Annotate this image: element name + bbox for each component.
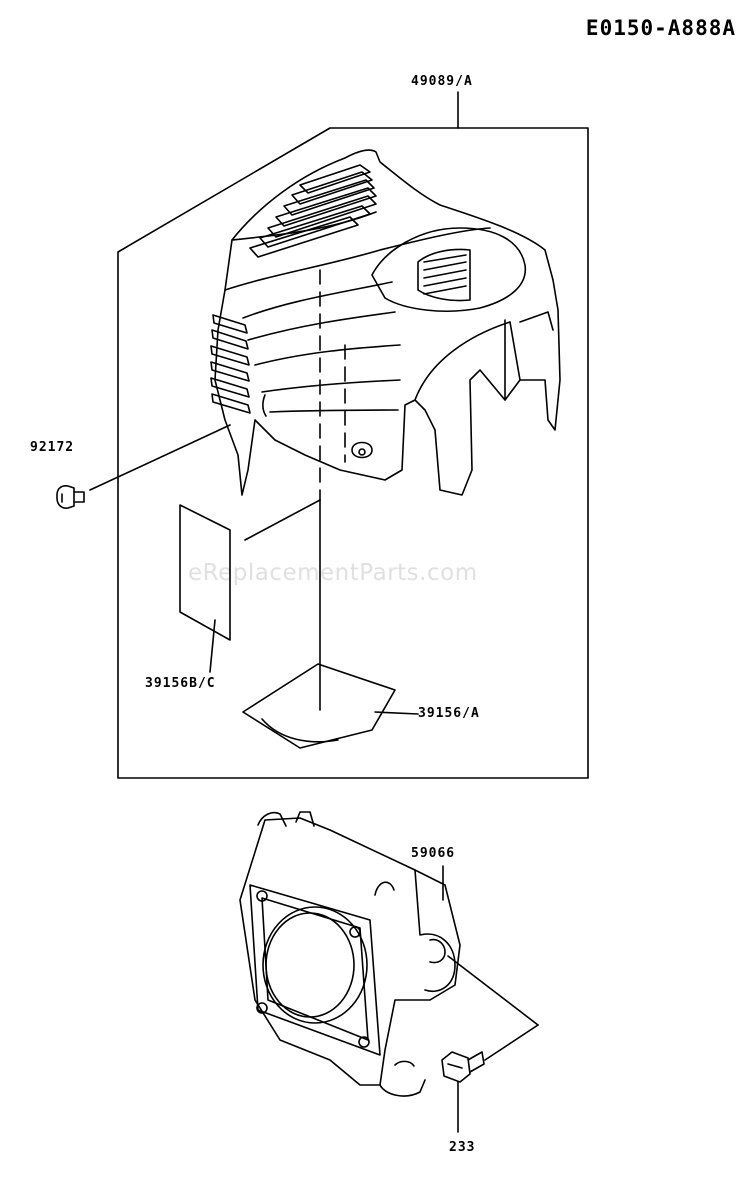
callout-39156b-c[interactable]: 39156B/C bbox=[145, 676, 216, 691]
leader-39156b-c bbox=[209, 619, 216, 673]
bolt-233 bbox=[441, 1051, 485, 1083]
fan-opening bbox=[371, 227, 527, 312]
leader-92172 bbox=[89, 424, 231, 491]
callout-59066[interactable]: 59066 bbox=[411, 846, 456, 861]
side-vents bbox=[210, 314, 251, 414]
watermark: eReplacementParts.com bbox=[188, 560, 478, 586]
label-39156b-c bbox=[179, 504, 231, 641]
callout-39156-a[interactable]: 39156/A bbox=[418, 706, 480, 721]
diagram-code: E0150-A888A bbox=[585, 16, 736, 40]
leader-59066-a bbox=[447, 955, 539, 1026]
leader-59066-b bbox=[484, 1024, 539, 1061]
assembly-group-frame bbox=[117, 127, 589, 779]
label-39156-a bbox=[242, 663, 396, 749]
top-vents bbox=[249, 164, 377, 258]
leader-39156-a bbox=[374, 711, 419, 715]
housing-part bbox=[239, 811, 461, 1097]
callout-49089-a[interactable]: 49089/A bbox=[411, 74, 473, 89]
screw-92172 bbox=[56, 485, 85, 509]
cover-part bbox=[210, 149, 561, 496]
callout-233[interactable]: 233 bbox=[449, 1140, 476, 1155]
callout-92172[interactable]: 92172 bbox=[30, 440, 75, 455]
